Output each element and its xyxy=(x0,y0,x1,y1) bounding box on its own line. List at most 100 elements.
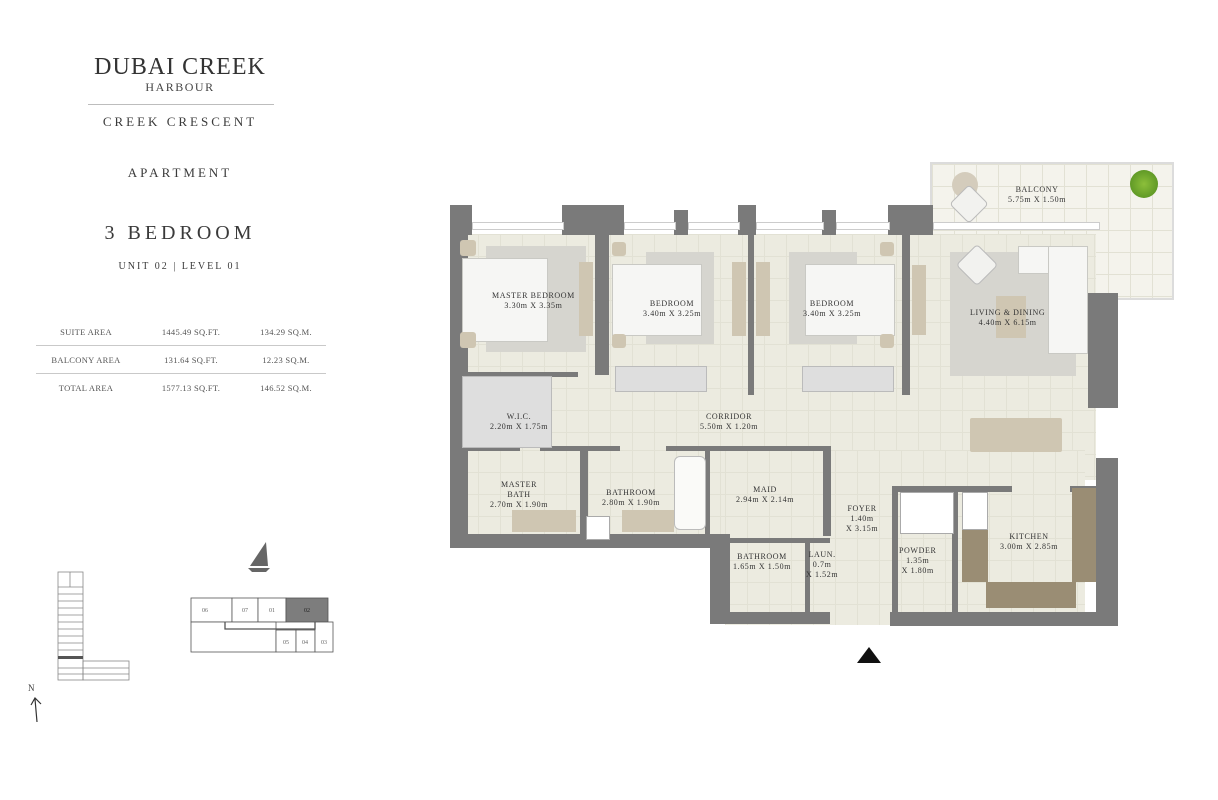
room-dim-2: X 1.52m xyxy=(806,570,839,579)
room-dim: 2.80m X 1.90m xyxy=(602,498,661,507)
wall xyxy=(725,538,830,543)
label-bedroom-3: BEDROOM 3.40m X 3.25m xyxy=(803,299,861,319)
area-sqm: 146.52 SQ.M. xyxy=(260,382,312,393)
room-dim: 0.7m xyxy=(812,560,832,569)
window xyxy=(933,222,1100,230)
wall xyxy=(562,205,624,235)
wardrobe xyxy=(615,366,707,392)
room-dim: 2.70m X 1.90m xyxy=(490,500,549,509)
floor-plan: BALCONY 5.75m X 1.50m MASTER BEDROOM 3.3… xyxy=(440,150,1180,670)
wall xyxy=(902,235,910,395)
shaft xyxy=(586,516,610,540)
room-dim: 5.50m X 1.20m xyxy=(700,422,759,431)
room-dim: 5.75m X 1.50m xyxy=(1008,195,1067,204)
room-dim: 2.94m X 2.14m xyxy=(736,495,795,504)
room-name: LIVING & DINING xyxy=(970,308,1046,317)
area-label: TOTAL AREA xyxy=(58,382,114,393)
wall xyxy=(460,446,520,451)
label-maid: MAID 2.94m X 2.14m xyxy=(736,485,794,505)
room-name: BEDROOM xyxy=(809,299,855,308)
key-plan: 06 07 01 02 05 04 03 xyxy=(190,597,334,653)
label-bathroom: BATHROOM 2.80m X 1.90m xyxy=(602,488,660,508)
area-row: BALCONY AREA 131.64 SQ.FT. 12.23 SQ.M. xyxy=(36,346,326,374)
bathtub-icon xyxy=(674,456,706,530)
area-label: SUITE AREA xyxy=(60,326,112,337)
room-name: BATHROOM xyxy=(606,488,656,497)
kitchen-counter xyxy=(986,582,1076,608)
area-sqm: 12.23 SQ.M. xyxy=(262,354,310,365)
tv-unit xyxy=(579,262,593,336)
bed-icon xyxy=(462,258,548,342)
room-name: MAID xyxy=(753,485,777,494)
window xyxy=(688,222,740,230)
bed-icon xyxy=(805,264,895,336)
wall xyxy=(450,205,472,235)
kitchen-counter xyxy=(1072,488,1096,582)
tv-unit xyxy=(756,262,770,336)
wic-shelving xyxy=(462,376,552,448)
key-unit-01: 01 xyxy=(269,608,275,614)
window xyxy=(836,222,890,230)
room-name: BALCONY xyxy=(1015,185,1059,194)
label-master-bedroom: MASTER BEDROOM 3.30m X 3.35m xyxy=(492,291,575,311)
wall xyxy=(738,205,756,235)
label-wic: W.I.C. 2.20m X 1.75m xyxy=(490,412,548,432)
wall xyxy=(674,210,688,235)
label-foyer: FOYER 1.40m X 3.15m xyxy=(846,504,878,534)
vanity xyxy=(512,510,576,532)
key-unit-02: 02 xyxy=(304,608,310,614)
wardrobe xyxy=(802,366,894,392)
room-name: LAUN. xyxy=(808,550,836,559)
kitchen-counter xyxy=(962,530,988,582)
key-unit-03: 03 xyxy=(321,640,327,646)
wall xyxy=(710,612,830,624)
key-plan-unit-02-highlight xyxy=(285,597,329,623)
label-bedroom-2: BEDROOM 3.40m X 3.25m xyxy=(643,299,701,319)
room-dim: 3.40m X 3.25m xyxy=(803,309,862,318)
key-unit-05: 05 xyxy=(283,640,289,646)
level-highlight xyxy=(58,656,83,659)
building-elevation xyxy=(57,571,130,681)
north-arrow-icon xyxy=(30,697,42,723)
tv-unit xyxy=(732,262,746,336)
label-master-bath: MASTER BATH 2.70m X 1.90m xyxy=(490,480,548,510)
wall xyxy=(460,372,578,377)
label-corridor: CORRIDOR 5.50m X 1.20m xyxy=(700,412,758,432)
room-name-2: BATH xyxy=(507,490,531,499)
room-dim: 1.35m xyxy=(906,556,930,565)
label-kitchen: KITCHEN 3.00m X 2.85m xyxy=(1000,532,1058,552)
room-dim-2: X 3.15m xyxy=(846,524,879,533)
room-dim-2: X 1.80m xyxy=(901,566,934,575)
bed-icon xyxy=(612,264,702,336)
wall xyxy=(805,542,810,612)
room-name: BATHROOM xyxy=(737,552,787,561)
wall xyxy=(1096,458,1118,626)
unit-level: UNIT 02 | LEVEL 01 xyxy=(118,261,242,272)
room-dim: 3.30m X 3.35m xyxy=(504,301,563,310)
label-powder: POWDER 1.35m X 1.80m xyxy=(899,546,936,576)
nightstand-icon xyxy=(460,332,476,348)
plant-icon xyxy=(1130,170,1158,198)
vanity xyxy=(622,510,674,532)
label-living-dining: LIVING & DINING 4.40m X 6.15m xyxy=(970,308,1045,328)
wall xyxy=(822,210,836,235)
room-name: BEDROOM xyxy=(649,299,695,308)
area-sqft: 1445.49 SQ.FT. xyxy=(161,326,221,337)
label-maid-bathroom: BATHROOM 1.65m X 1.50m xyxy=(733,552,791,572)
coffee-table xyxy=(996,296,1026,338)
sailboat-icon xyxy=(248,542,270,572)
nightstand-icon xyxy=(612,242,626,256)
wall xyxy=(890,612,1118,626)
tv-unit xyxy=(912,265,926,335)
room-dim: 3.00m X 2.85m xyxy=(1000,542,1059,551)
area-row: SUITE AREA 1445.49 SQ.FT. 134.29 SQ.M. xyxy=(36,318,326,346)
nightstand-icon xyxy=(460,240,476,256)
north-label: N xyxy=(28,683,35,693)
window xyxy=(472,222,564,230)
nightstand-icon xyxy=(880,242,894,256)
label-laundry: LAUN. 0.7m X 1.52m xyxy=(806,550,838,580)
window xyxy=(756,222,824,230)
wall xyxy=(823,446,831,536)
room-name: W.I.C. xyxy=(506,412,532,421)
room-name: MASTER BEDROOM xyxy=(492,291,575,300)
